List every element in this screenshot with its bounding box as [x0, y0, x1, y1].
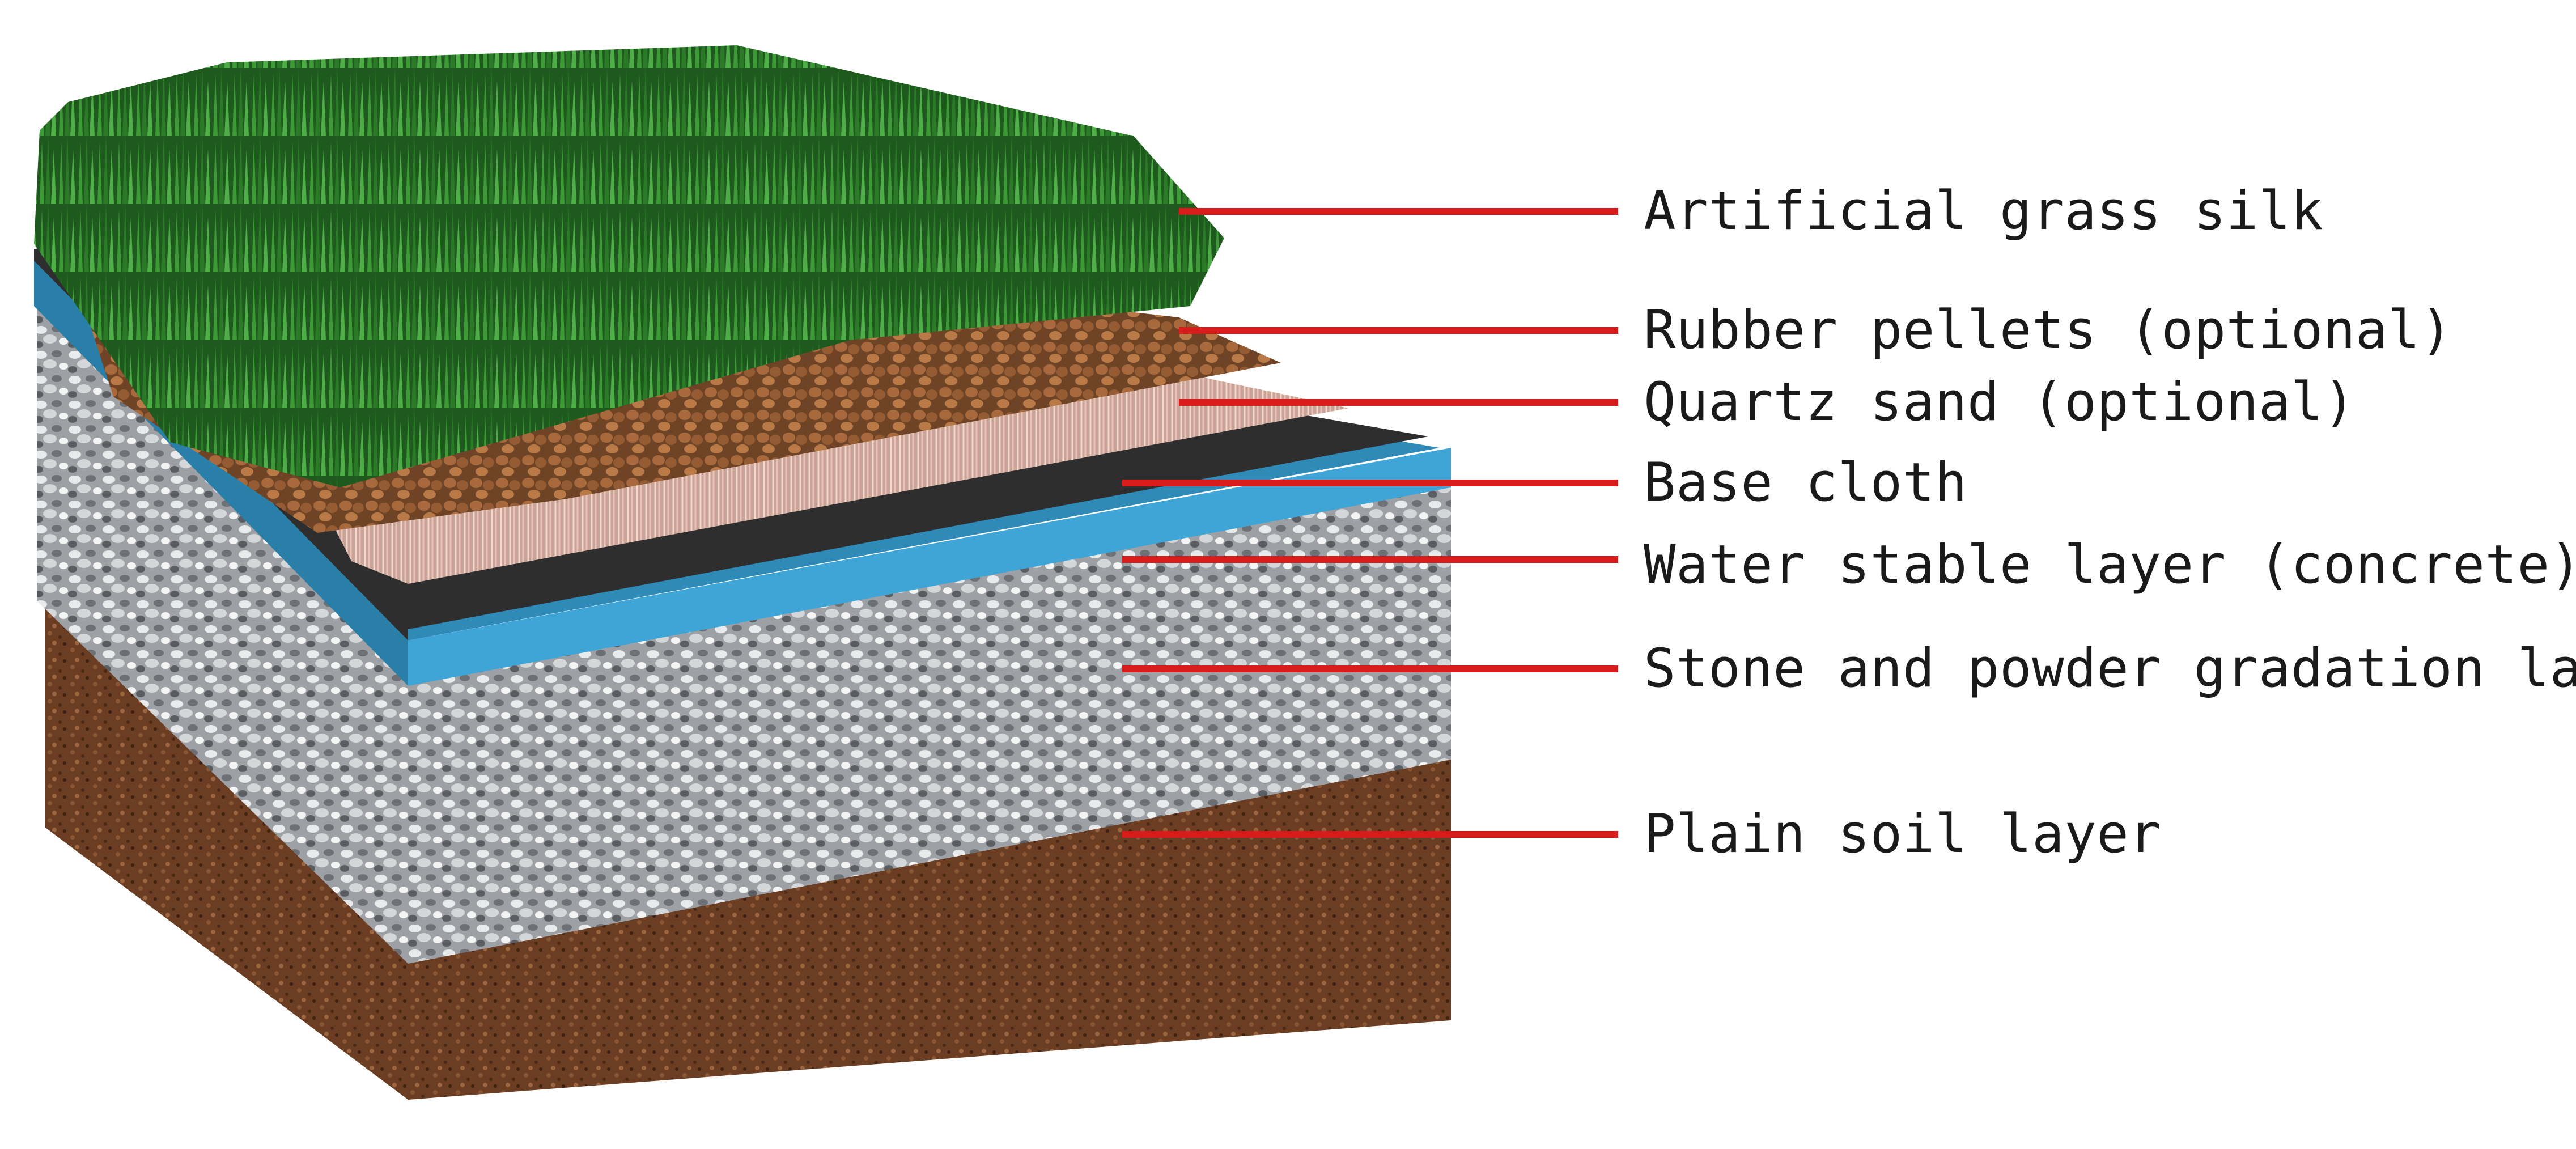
label-rubber-pellets: Rubber pellets (optional)	[1644, 299, 2453, 361]
water-stable-layer-front-face	[408, 448, 1451, 686]
label-quartz-sand: Quartz sand (optional)	[1644, 371, 2356, 433]
stone-layer-front-face	[408, 487, 1451, 964]
label-base-cloth: Base cloth	[1644, 452, 1967, 514]
label-water-stable-layer: Water stable layer (concrete)	[1644, 534, 2576, 596]
label-plain-soil: Plain soil layer	[1644, 803, 2162, 865]
stone-layer-left-face	[37, 295, 408, 964]
leader-lines	[1122, 208, 1618, 838]
artificial-grass-layer	[34, 45, 1224, 487]
label-stone-powder-gradation: Stone and powder gradation layer	[1644, 638, 2576, 699]
label-artificial-grass-silk: Artificial grass silk	[1644, 180, 2323, 242]
